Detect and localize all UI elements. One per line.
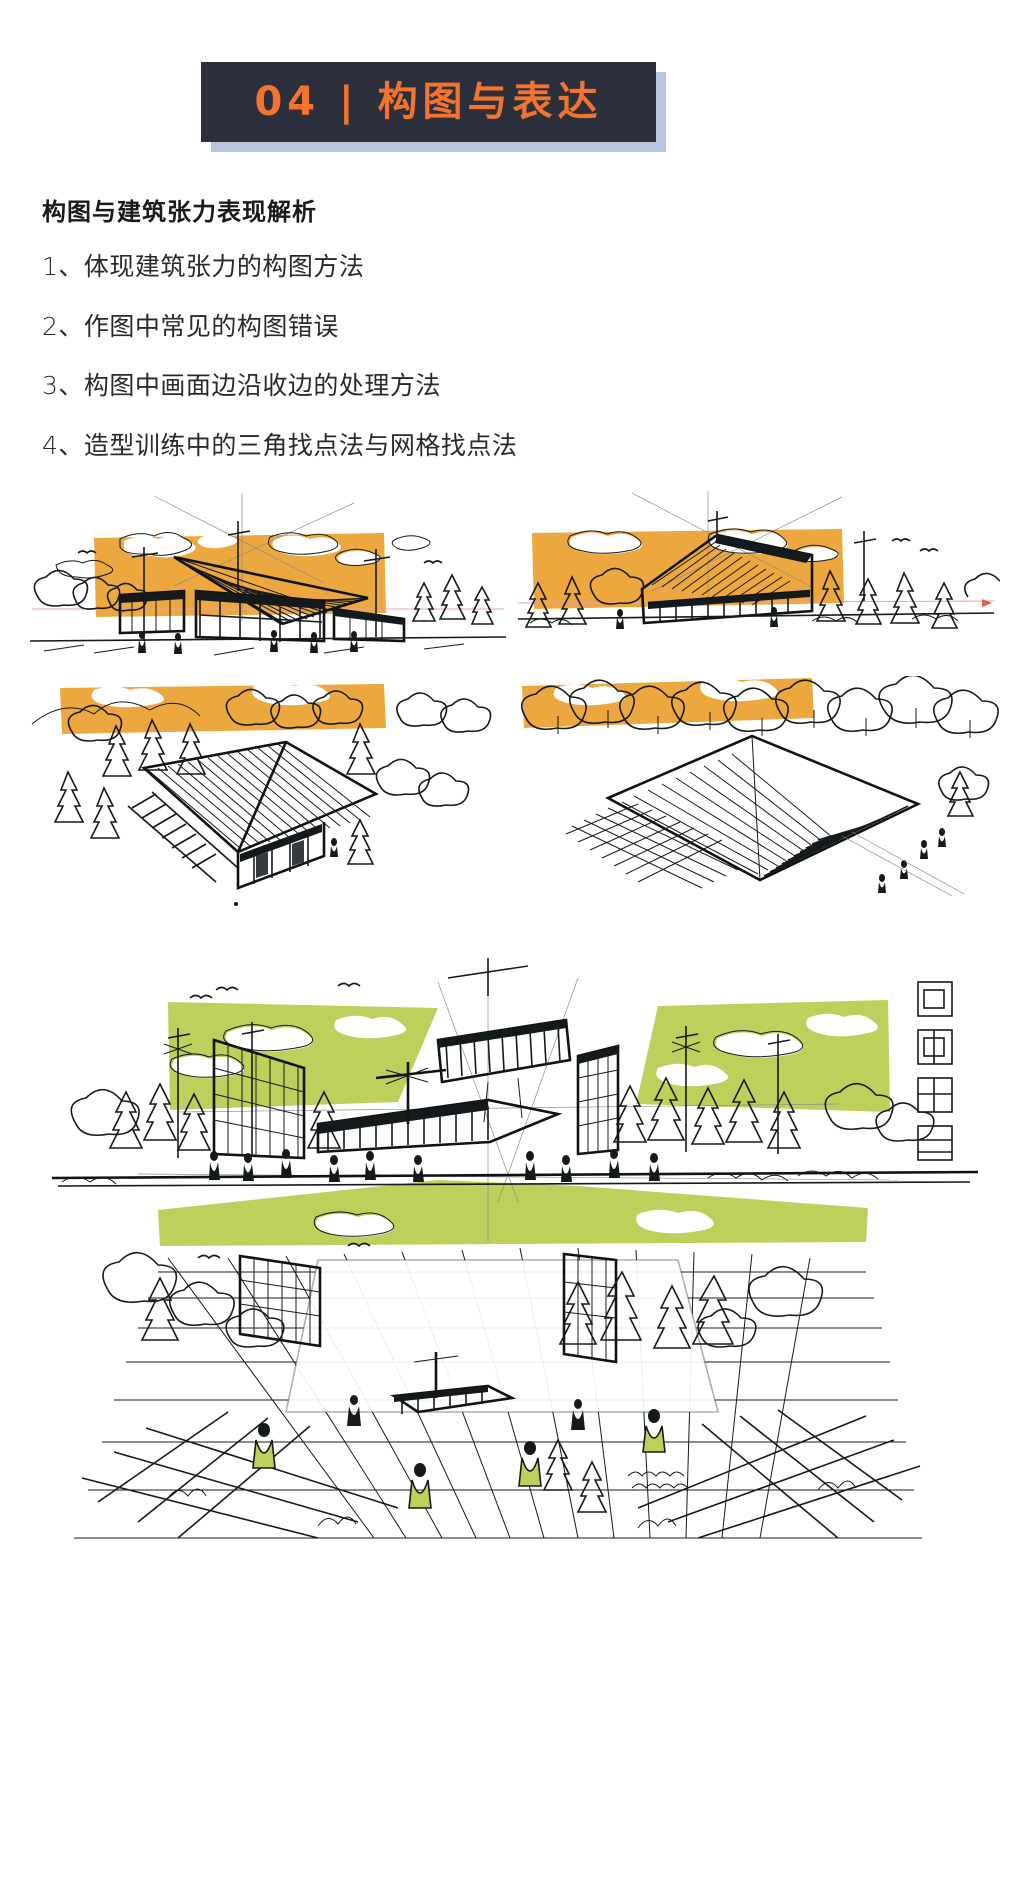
list-item: 3、构图中画面边沿收边的处理方法: [42, 371, 441, 400]
sketch-mid-right: [512, 676, 1000, 916]
header-banner-area: 04 | 构图与表达: [0, 0, 1024, 160]
sketch-top-right: [512, 491, 1000, 676]
content-area: 构图与建筑张力表现解析 1、体现建筑张力的构图方法 2、作图中常见的构图错误 3…: [0, 192, 1024, 459]
sketch-top-left: [24, 491, 512, 676]
page-title: 04 | 构图与表达: [254, 79, 603, 125]
figure-gallery: [0, 491, 1024, 1572]
figure-row-top: [0, 491, 1024, 676]
sketch-mid-left: [24, 676, 512, 916]
topic-list: 1、体现建筑张力的构图方法 2、作图中常见的构图错误 3、构图中画面边沿收边的处…: [40, 253, 984, 459]
list-item: 1、体现建筑张力的构图方法: [42, 252, 365, 281]
list-item: 2、作图中常见的构图错误: [42, 311, 339, 341]
sketch-bottom-large: [0, 942, 1024, 1572]
banner: 04 | 构图与表达: [201, 62, 656, 142]
list-item: 4、造型训练中的三角找点法与网格找点法: [42, 430, 518, 460]
figure-row-mid: [0, 676, 1024, 916]
section-subheading: 构图与建筑张力表现解析: [42, 198, 317, 226]
